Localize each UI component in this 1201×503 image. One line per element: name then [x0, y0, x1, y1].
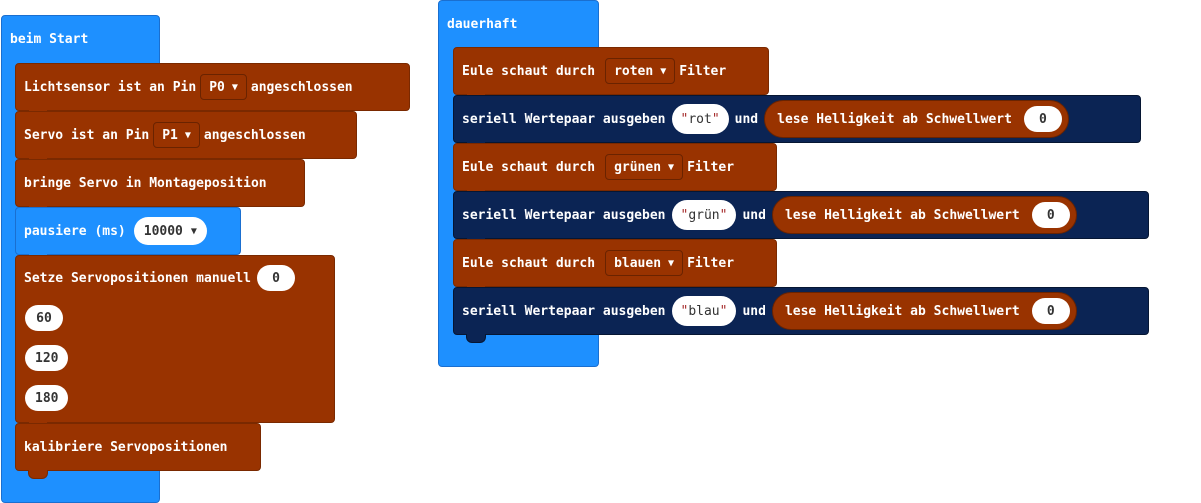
light-sensor-pin-dropdown[interactable]: P0 ▼ — [200, 74, 247, 100]
serial-name-value: blau — [688, 303, 720, 319]
quote-close-icon: " — [719, 207, 728, 223]
owl-filter-block-green[interactable]: Eule schaut durch grünen ▼ Filter — [453, 143, 777, 199]
triangle-down-icon: ▼ — [660, 65, 667, 77]
serial-name-value: rot — [688, 111, 712, 127]
on-start-title: beim Start — [10, 32, 89, 47]
light-sensor-suffix: angeschlossen — [250, 79, 353, 95]
mount-servo-label: bringe Servo in Montageposition — [24, 175, 267, 191]
owl-filter-block-blue[interactable]: Eule schaut durch blauen ▼ Filter — [453, 239, 777, 295]
serial-pair-block-green[interactable]: seriell Wertepaar ausgeben "grün" und le… — [453, 191, 1149, 247]
owl-filter-suffix: Filter — [679, 63, 727, 79]
triangle-down-icon: ▼ — [231, 81, 238, 93]
quote-close-icon: " — [719, 303, 728, 319]
servo-position-input-2[interactable]: 60 — [25, 305, 63, 331]
serial-and-label: und — [742, 303, 766, 319]
calibrate-servo-label: kalibriere Servopositionen — [24, 439, 228, 455]
owl-filter-prefix: Eule schaut durch — [462, 159, 596, 175]
threshold-input[interactable]: 0 — [1031, 298, 1070, 324]
servo-position-input-3[interactable]: 120 — [25, 345, 69, 371]
serial-pair-block-red[interactable]: seriell Wertepaar ausgeben "rot" und les… — [453, 95, 1141, 151]
pause-block[interactable]: pausiere (ms) 10000 ▼ — [15, 207, 241, 263]
servo-pin-prefix: Servo ist an Pin — [24, 127, 150, 143]
filter-color-value: roten — [614, 63, 654, 79]
serial-pair-block-blue[interactable]: seriell Wertepaar ausgeben "blau" und le… — [453, 287, 1149, 343]
serial-and-label: und — [734, 111, 759, 127]
read-brightness-reporter[interactable]: lese Helligkeit ab Schwellwert 0 — [764, 100, 1069, 138]
servo-position-input-4[interactable]: 180 — [25, 385, 69, 411]
forever-title: dauerhaft — [447, 17, 518, 32]
quote-open-icon: " — [680, 111, 689, 127]
read-brightness-reporter[interactable]: lese Helligkeit ab Schwellwert 0 — [771, 196, 1077, 234]
owl-filter-block-red[interactable]: Eule schaut durch roten ▼ Filter — [453, 47, 769, 103]
serial-pair-prefix: seriell Wertepaar ausgeben — [462, 207, 666, 223]
read-brightness-label: lese Helligkeit ab Schwellwert — [784, 207, 1020, 223]
read-brightness-label: lese Helligkeit ab Schwellwert — [777, 111, 1012, 127]
serial-name-input[interactable]: "rot" — [671, 104, 729, 134]
triangle-down-icon: ▼ — [668, 257, 675, 269]
serial-name-input[interactable]: "blau" — [671, 296, 737, 326]
filter-color-value: grünen — [614, 159, 662, 175]
pause-duration-dropdown[interactable]: 10000 ▼ — [133, 217, 207, 245]
owl-filter-suffix: Filter — [687, 255, 735, 271]
servo-pin-value: P1 — [162, 127, 178, 143]
servo-position-input-1[interactable]: 0 — [256, 265, 295, 291]
owl-filter-prefix: Eule schaut durch — [462, 255, 596, 271]
quote-close-icon: " — [711, 111, 720, 127]
set-servo-positions-block[interactable]: Setze Servopositionen manuell 0 60 120 1… — [15, 255, 335, 431]
filter-color-dropdown[interactable]: roten ▼ — [605, 58, 676, 84]
triangle-down-icon: ▼ — [668, 161, 675, 173]
threshold-input[interactable]: 0 — [1031, 202, 1070, 228]
triangle-down-icon: ▼ — [190, 225, 197, 237]
serial-pair-prefix: seriell Wertepaar ausgeben — [462, 111, 666, 127]
pause-label: pausiere (ms) — [24, 223, 126, 239]
owl-filter-suffix: Filter — [687, 159, 735, 175]
light-sensor-pin-value: P0 — [209, 79, 225, 95]
pause-duration-value: 10000 — [143, 223, 183, 239]
filter-color-value: blauen — [614, 255, 662, 271]
calibrate-servo-block[interactable]: kalibriere Servopositionen — [15, 423, 261, 479]
read-brightness-label: lese Helligkeit ab Schwellwert — [784, 303, 1020, 319]
filter-color-dropdown[interactable]: blauen ▼ — [605, 250, 684, 276]
serial-pair-prefix: seriell Wertepaar ausgeben — [462, 303, 666, 319]
filter-color-dropdown[interactable]: grünen ▼ — [605, 154, 684, 180]
quote-open-icon: " — [680, 303, 689, 319]
light-sensor-prefix: Lichtsensor ist an Pin — [24, 79, 197, 95]
owl-filter-prefix: Eule schaut durch — [462, 63, 596, 79]
serial-name-input[interactable]: "grün" — [671, 200, 737, 230]
light-sensor-block[interactable]: Lichtsensor ist an Pin P0 ▼ angeschlosse… — [15, 63, 410, 119]
serial-name-value: grün — [688, 207, 720, 223]
quote-open-icon: " — [680, 207, 689, 223]
threshold-input[interactable]: 0 — [1023, 106, 1062, 132]
servo-pin-dropdown[interactable]: P1 ▼ — [153, 122, 200, 148]
servo-pin-suffix: angeschlossen — [203, 127, 306, 143]
triangle-down-icon: ▼ — [184, 129, 191, 141]
read-brightness-reporter[interactable]: lese Helligkeit ab Schwellwert 0 — [771, 292, 1077, 330]
servo-pin-block[interactable]: Servo ist an Pin P1 ▼ angeschlossen — [15, 111, 357, 167]
serial-and-label: und — [742, 207, 766, 223]
mount-servo-block[interactable]: bringe Servo in Montageposition — [15, 159, 305, 215]
set-servo-positions-label: Setze Servopositionen manuell — [24, 270, 251, 286]
